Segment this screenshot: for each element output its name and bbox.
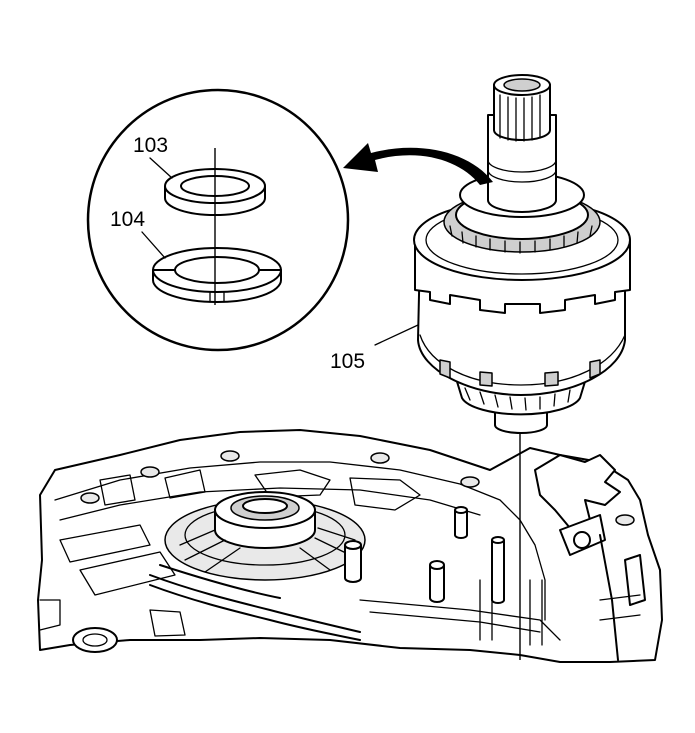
leader-105 <box>374 324 419 346</box>
thrust-washer-104 <box>152 247 282 303</box>
transmission-case <box>37 429 663 663</box>
case-posts <box>344 506 505 604</box>
callout-105: 105 <box>330 350 365 373</box>
case-bolt-bosses <box>80 450 635 526</box>
park-linkage <box>534 454 646 661</box>
curved-arrow-icon <box>343 143 493 185</box>
callout-103: 103 <box>133 134 168 157</box>
callout-104: 104 <box>110 208 145 231</box>
center-bearing-boss <box>164 491 366 581</box>
magnified-detail-circle <box>86 88 350 352</box>
clutch-drum-assembly <box>413 74 631 434</box>
